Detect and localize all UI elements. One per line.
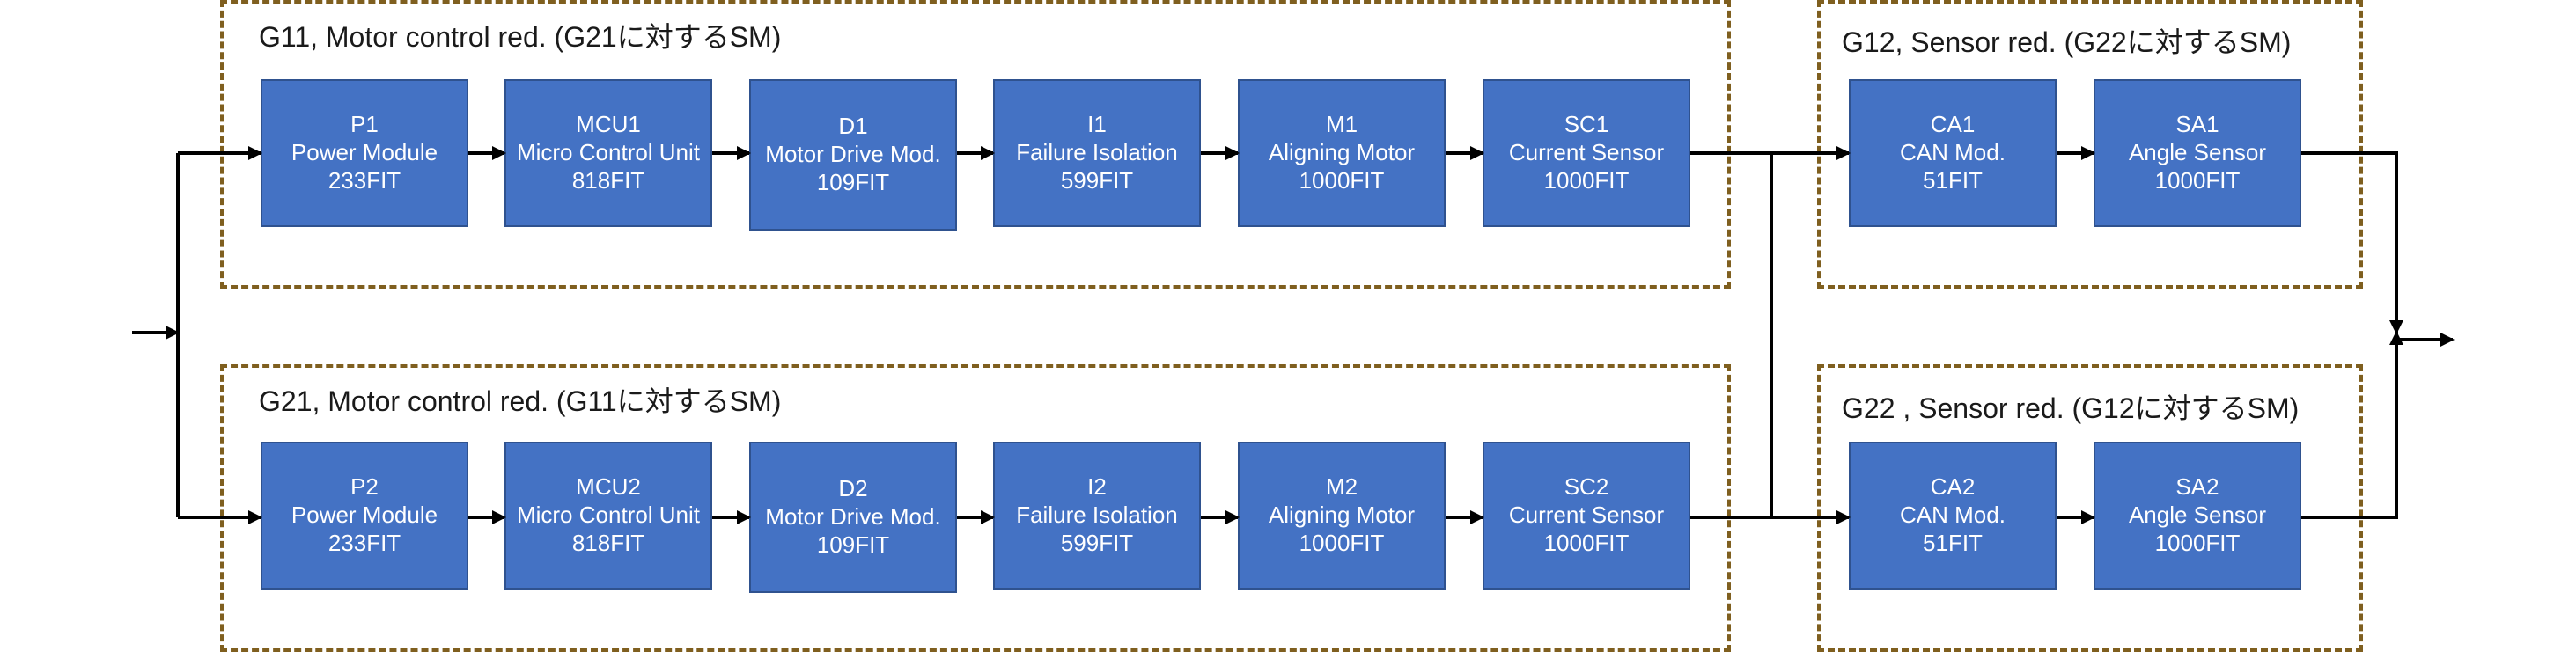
block-name: Current Sensor bbox=[1508, 502, 1665, 529]
block-d2: D2 Motor Drive Mod. 109FIT bbox=[749, 442, 957, 593]
block-sc1: SC1 Current Sensor 1000FIT bbox=[1483, 79, 1690, 227]
block-name: Current Sensor bbox=[1508, 139, 1665, 166]
group-g12-title: G12, Sensor red. (G22に対するSM) bbox=[1842, 26, 2292, 58]
block-fit: 51FIT bbox=[1923, 166, 1983, 194]
block-name: Micro Control Unit bbox=[516, 139, 701, 166]
group-g11-title: G11, Motor control red. (G21に対するSM) bbox=[259, 21, 782, 53]
block-fit: 599FIT bbox=[1060, 166, 1134, 194]
block-m1: M1 Aligning Motor 1000FIT bbox=[1238, 79, 1446, 227]
block-name: Aligning Motor bbox=[1268, 502, 1416, 529]
block-id: SC1 bbox=[1564, 111, 1609, 138]
block-fit: 109FIT bbox=[816, 531, 890, 558]
block-name: Micro Control Unit bbox=[516, 502, 701, 529]
block-id: I2 bbox=[1087, 473, 1107, 501]
block-name: CAN Mod. bbox=[1900, 502, 2006, 529]
block-i2: I2 Failure Isolation 599FIT bbox=[993, 442, 1201, 590]
block-id: P2 bbox=[350, 473, 379, 501]
group-g21-title: G21, Motor control red. (G11に対するSM) bbox=[259, 385, 782, 417]
block-mcu1: MCU1 Micro Control Unit 818FIT bbox=[504, 79, 712, 227]
block-fit: 109FIT bbox=[816, 168, 890, 195]
block-sa2: SA2 Angle Sensor 1000FIT bbox=[2094, 442, 2301, 590]
block-ca1: CA1 CAN Mod. 51FIT bbox=[1849, 79, 2057, 227]
block-fit: 1000FIT bbox=[2154, 529, 2241, 556]
block-fit: 599FIT bbox=[1060, 529, 1134, 556]
block-name: Aligning Motor bbox=[1268, 139, 1416, 166]
block-id: M1 bbox=[1325, 111, 1358, 138]
block-name: Motor Drive Mod. bbox=[765, 503, 941, 531]
block-id: MCU2 bbox=[576, 473, 641, 501]
block-name: Motor Drive Mod. bbox=[765, 141, 941, 168]
block-id: SA1 bbox=[2175, 111, 2219, 138]
block-fit: 1000FIT bbox=[2154, 166, 2241, 194]
block-id: I1 bbox=[1087, 111, 1107, 138]
block-i1: I1 Failure Isolation 599FIT bbox=[993, 79, 1201, 227]
block-p1: P1 Power Module 233FIT bbox=[261, 79, 468, 227]
block-fit: 1000FIT bbox=[1543, 529, 1630, 556]
block-id: CA1 bbox=[1930, 111, 1976, 138]
block-id: CA2 bbox=[1930, 473, 1976, 501]
block-sc2: SC2 Current Sensor 1000FIT bbox=[1483, 442, 1690, 590]
block-p2: P2 Power Module 233FIT bbox=[261, 442, 468, 590]
group-g12-frame bbox=[1817, 0, 2363, 289]
block-name: CAN Mod. bbox=[1900, 139, 2006, 166]
block-name: Failure Isolation bbox=[1016, 502, 1178, 529]
block-fit: 818FIT bbox=[571, 529, 645, 556]
group-g21-frame bbox=[220, 364, 1731, 652]
block-sa1: SA1 Angle Sensor 1000FIT bbox=[2094, 79, 2301, 227]
block-id: SA2 bbox=[2175, 473, 2219, 501]
block-m2: M2 Aligning Motor 1000FIT bbox=[1238, 442, 1446, 590]
block-id: P1 bbox=[350, 111, 379, 138]
block-fit: 51FIT bbox=[1923, 529, 1983, 556]
block-fit: 233FIT bbox=[328, 529, 401, 556]
group-g22-title: G22 , Sensor red. (G12に対するSM) bbox=[1842, 392, 2300, 424]
block-name: Angle Sensor bbox=[2128, 139, 2267, 166]
block-name: Failure Isolation bbox=[1016, 139, 1178, 166]
block-fit: 1000FIT bbox=[1299, 529, 1385, 556]
block-fit: 1000FIT bbox=[1299, 166, 1385, 194]
block-fit: 1000FIT bbox=[1543, 166, 1630, 194]
block-name: Power Module bbox=[291, 502, 438, 529]
group-g11-frame bbox=[220, 0, 1731, 289]
block-id: D2 bbox=[838, 475, 868, 502]
block-mcu2: MCU2 Micro Control Unit 818FIT bbox=[504, 442, 712, 590]
block-ca2: CA2 CAN Mod. 51FIT bbox=[1849, 442, 2057, 590]
block-id: D1 bbox=[838, 113, 868, 140]
block-fit: 818FIT bbox=[571, 166, 645, 194]
block-id: MCU1 bbox=[576, 111, 641, 138]
block-id: SC2 bbox=[1564, 473, 1609, 501]
block-fit: 233FIT bbox=[328, 166, 401, 194]
block-name: Power Module bbox=[291, 139, 438, 166]
block-d1: D1 Motor Drive Mod. 109FIT bbox=[749, 79, 957, 231]
block-name: Angle Sensor bbox=[2128, 502, 2267, 529]
block-id: M2 bbox=[1325, 473, 1358, 501]
